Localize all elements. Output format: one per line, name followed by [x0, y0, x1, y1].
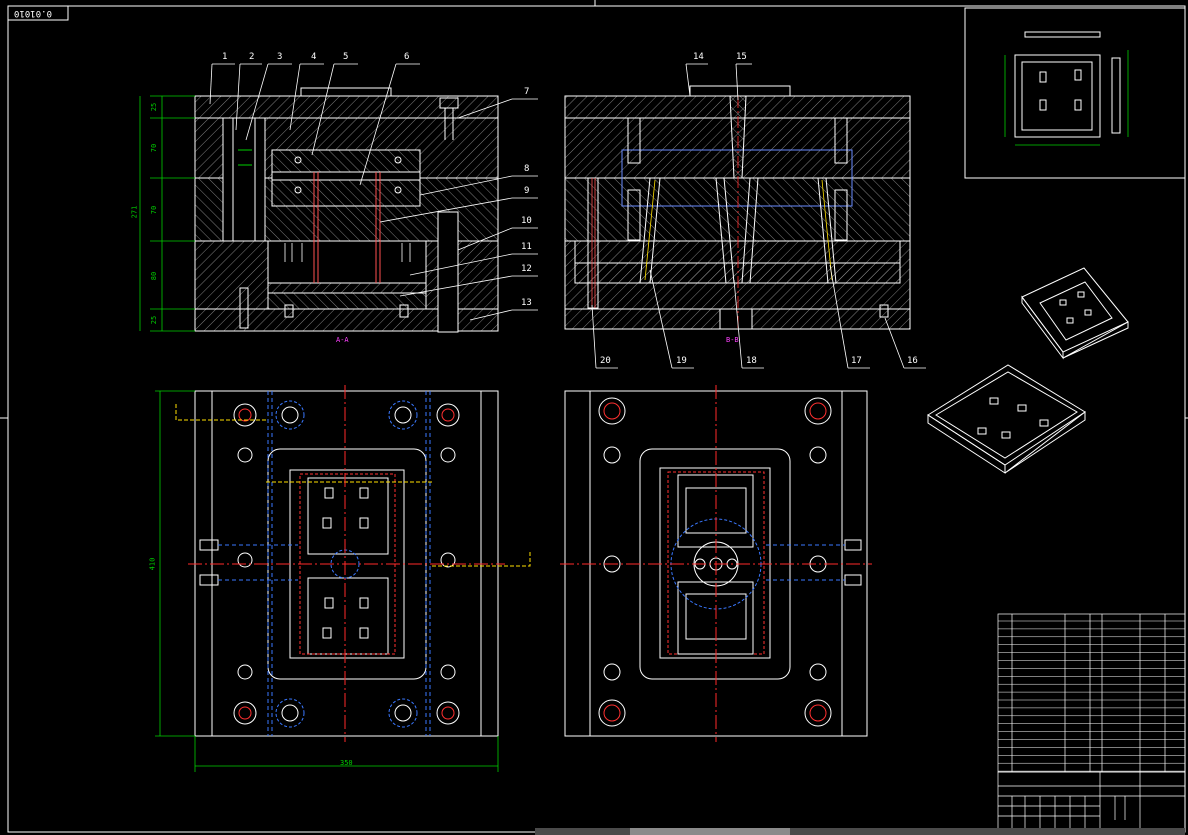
part-number-13: 13: [521, 298, 532, 308]
part-number-20: 20: [600, 356, 611, 366]
corner-tag: 0.01010: [14, 8, 52, 18]
corner-tag-box: [7, 5, 69, 21]
part-number-3: 3: [277, 52, 283, 62]
part-number-4: 4: [311, 52, 317, 62]
dim-70-a: 70: [150, 143, 159, 153]
section-a-leaders: [209, 63, 538, 321]
dim-25-bottom: 25: [150, 315, 159, 325]
part-drawing-inset: [964, 7, 1186, 179]
plan-view-right: [560, 385, 872, 742]
title-block: [997, 771, 1186, 833]
part-number-8: 8: [524, 164, 530, 174]
plan-left-dimensions: [155, 390, 499, 772]
dim-80: 80: [150, 271, 159, 281]
section-a-label: A-A: [336, 336, 349, 344]
part-number-16: 16: [907, 356, 918, 366]
section-b-label: B-B: [726, 336, 739, 344]
part-number-17: 17: [851, 356, 862, 366]
part-number-10: 10: [521, 216, 532, 226]
part-number-9: 9: [524, 186, 530, 196]
section-a-view: [194, 87, 499, 333]
dim-total-height: 271: [130, 205, 139, 219]
part-number-6: 6: [404, 52, 410, 62]
bom-table-rows: [998, 620, 1185, 772]
part-number-14: 14: [693, 52, 704, 62]
dim-25-top: 25: [150, 102, 159, 112]
part-number-7: 7: [524, 87, 530, 97]
dim-70-b: 70: [150, 205, 159, 215]
iso-part-small: [1021, 267, 1129, 360]
section-b-leaders: [591, 63, 926, 369]
plan-view-left: [175, 385, 531, 742]
dim-plan-height: 410: [148, 557, 157, 571]
part-number-15: 15: [736, 52, 747, 62]
dim-plan-width: 350: [340, 759, 353, 767]
part-number-5: 5: [343, 52, 349, 62]
iso-part-large: [927, 364, 1086, 474]
part-number-11: 11: [521, 242, 532, 252]
part-number-19: 19: [676, 356, 687, 366]
part-number-1: 1: [222, 52, 228, 62]
section-a-dimensions: [139, 95, 195, 332]
bom-table: [997, 613, 1186, 773]
part-number-2: 2: [249, 52, 255, 62]
section-b-view: [564, 85, 911, 330]
part-number-12: 12: [521, 264, 532, 274]
part-number-18: 18: [746, 356, 757, 366]
status-strip: [535, 828, 1185, 835]
